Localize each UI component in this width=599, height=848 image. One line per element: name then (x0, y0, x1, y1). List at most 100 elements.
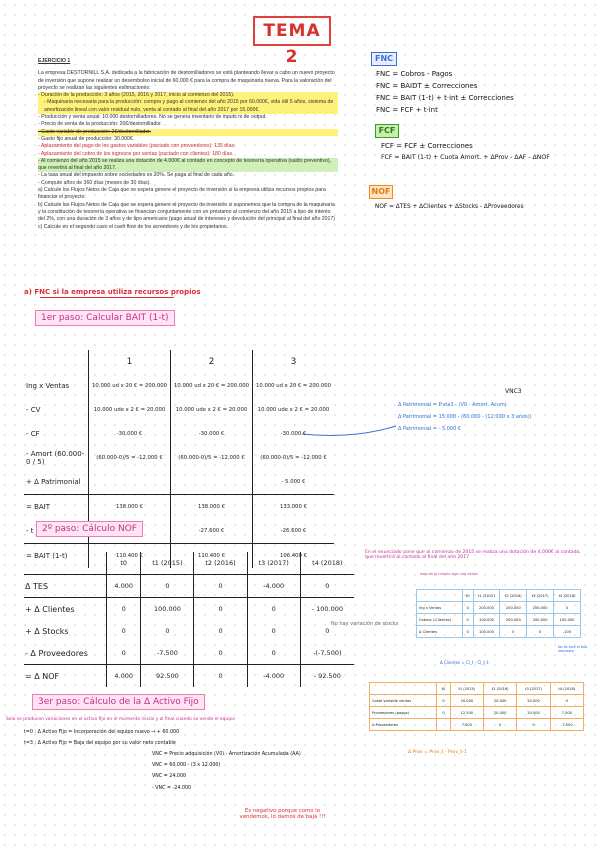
question-a: a) Calcule los Flujos Netos de Caja que … (38, 187, 326, 201)
exercise-item: - Al comienzo del año 2015 se realiza un… (38, 157, 338, 173)
proveedores-cell (436, 718, 451, 731)
nof-cell: 0 (193, 574, 248, 598)
proveedores-cell: 20.000 (516, 706, 551, 719)
patrimonial-note-3: Δ Patrimonial = - 5.000 € (398, 426, 462, 432)
clientes-cell: 0 (461, 613, 474, 626)
nof-cell: 0 (140, 620, 195, 642)
step3-line-5: VNC = 24.000 (152, 774, 187, 779)
clientes-cell: 200.000 (526, 613, 555, 626)
clientes-corner (416, 589, 463, 602)
bait-cell: 10.000 ud x 20 € = 200.000 (170, 374, 253, 398)
bait-col-header: 2 (170, 350, 253, 374)
bait-cell: 10.000 ude x 2 € = 20.000 (257, 407, 330, 413)
nof-cell: -4.000 (247, 574, 301, 598)
exercise-item: - Producción y venta anual: 10.000 desto… (38, 114, 267, 121)
bait-row: + Δ Patrimonial- 5.000 € (24, 470, 334, 495)
stocks-note: No hay variación de stocks (331, 621, 399, 627)
clientes-col-header: t3 (2017) (526, 589, 555, 602)
bait-cell: 133.000 € (252, 494, 334, 519)
formula-fnc-1: FNC = Cobros - Pagos (376, 70, 453, 78)
step3-line-3: VNC = Precio adquisición (V0) - Amortiza… (152, 752, 301, 757)
proveedores-cell: 20.000 (449, 694, 485, 707)
bait-cell: 10.000 ude x 2 € = 20.000 (170, 398, 253, 422)
nof-col-header (24, 552, 107, 575)
clientes-cell: 200.000 (526, 601, 555, 614)
bait-cell: -27.600 € (170, 519, 253, 544)
nof-row-label: + Δ Stocks (24, 620, 107, 642)
step3-line-1: t=0 : Δ Activo Fijo = Incorporación del … (24, 730, 180, 735)
section-a-title: a) FNC si la empresa utiliza recursos pr… (24, 286, 201, 297)
patrimonial-note-1: Δ Patrimonial = P.vta3 - (V0 - Amort. Ac… (398, 402, 507, 408)
bait-cell: 138.000 € (88, 494, 171, 519)
proveedores-cell: -7.500 (549, 718, 585, 731)
page-title: TEMA 2 (253, 16, 331, 67)
nof-cell: -7.500 (140, 642, 195, 665)
bait-row-label: Ing x Ventas (24, 374, 89, 398)
exercise-statement: EJERCICIO 1 La empresa DESTORNILL S.A. d… (38, 58, 338, 231)
proveedores-cell: 0 (549, 694, 585, 707)
proveedores-col-header: t4 (2018) (549, 682, 585, 695)
exercise-item: - Aplazamiento del pago de los gastos va… (38, 143, 236, 150)
nof-cell: 0 (247, 642, 301, 665)
clientes-cell: 0 (461, 601, 474, 614)
proveedores-row-label: Proveedores (pagos) (368, 706, 438, 719)
nof-cell: 0 (247, 620, 301, 642)
bait-col-header: 1 (88, 350, 171, 374)
negative-note: Es negativo porque como lo vendemos, lo … (239, 808, 326, 820)
nof-table: t0 t1 (2015) t2 (2016) t3 (2017) t4 (201… (24, 552, 354, 687)
nof-row-label: Δ TES (24, 574, 107, 598)
nof-row-label: - Δ Proveedores (24, 642, 107, 665)
nof-cell: 0 (325, 627, 330, 635)
nof-cell: 0 (193, 597, 248, 620)
pink-sub: esto es lo mismo que una venta (420, 572, 478, 576)
bait-cell: 138.000 € (170, 494, 253, 519)
nof-col-header: t2 (2016) (193, 552, 248, 575)
bait-row-label: - CV (24, 398, 89, 422)
clientes-col-header: t2 (2016) (499, 589, 528, 602)
step3-intro: Solo se producen variaciones en el activ… (6, 717, 235, 722)
nof-cell: - 100.000 (311, 605, 343, 613)
clientes-cell: 0 (461, 625, 474, 638)
nof-cell: 0 (140, 574, 195, 598)
clientes-cell: 200.000 (499, 601, 528, 614)
bait-cell (88, 470, 171, 495)
fcf-tag: FCF (375, 124, 399, 138)
nof-tag: NOF (369, 185, 393, 199)
nof-col-header: t4 (2018) (300, 552, 354, 575)
exercise-item: - Precio de venta de la producción: 20€/… (38, 121, 163, 128)
bait-col-header: 3 (290, 357, 297, 367)
nof-cell: 92.500 (140, 664, 195, 687)
proveedores-cell: 20.000 (516, 694, 551, 707)
nof-cell: - 92.500 (300, 664, 354, 687)
clientes-cell: 0 (553, 601, 581, 614)
nof-cell: 0 (300, 574, 354, 598)
exercise-item: - Gasto fijo anual de producción: 30.000… (38, 135, 135, 142)
step3-tag: 3er paso: Cálculo de la Δ Activo Fijo (32, 694, 205, 710)
bait-table: 1 2 3 Ing x Ventas 10.000 ud x 20 € = 200… (24, 350, 334, 568)
bait-cell: (60.000-0)/5 = -12.000 € (88, 446, 171, 470)
formula-fnc-4: FNC = FCF + t·int (376, 106, 438, 114)
bait-cell: 10.000 ud x 20 € = 200.000 (256, 383, 331, 389)
fnc-tag: FNC (371, 52, 397, 66)
exercise-item: - Duración de la producción: 3 años (201… (38, 92, 338, 100)
proveedores-formula: Δ Prov = Prov_t - Prov_t-1 (408, 750, 467, 755)
nof-cell: 0 (106, 642, 142, 665)
nof-cell: 4.000 (106, 574, 142, 598)
nof-col-header: t0 (106, 552, 142, 575)
nof-row-label: + Δ Clientes (24, 597, 107, 620)
bait-cell: -30.000 € (88, 422, 171, 446)
clientes-col-header: t0 (461, 589, 474, 602)
bait-cell: -30.000 € (280, 431, 307, 437)
bait-col-header (24, 350, 89, 374)
nof-cell: -(-7.500) (313, 649, 342, 657)
clientes-col-header: t4 (2018) (553, 589, 581, 602)
proveedores-row-label: Coste variable ventas (368, 694, 438, 707)
step2-tag: 2º paso: Cálculo NOF (36, 521, 143, 537)
bait-cell: -26.600 € (280, 528, 307, 534)
